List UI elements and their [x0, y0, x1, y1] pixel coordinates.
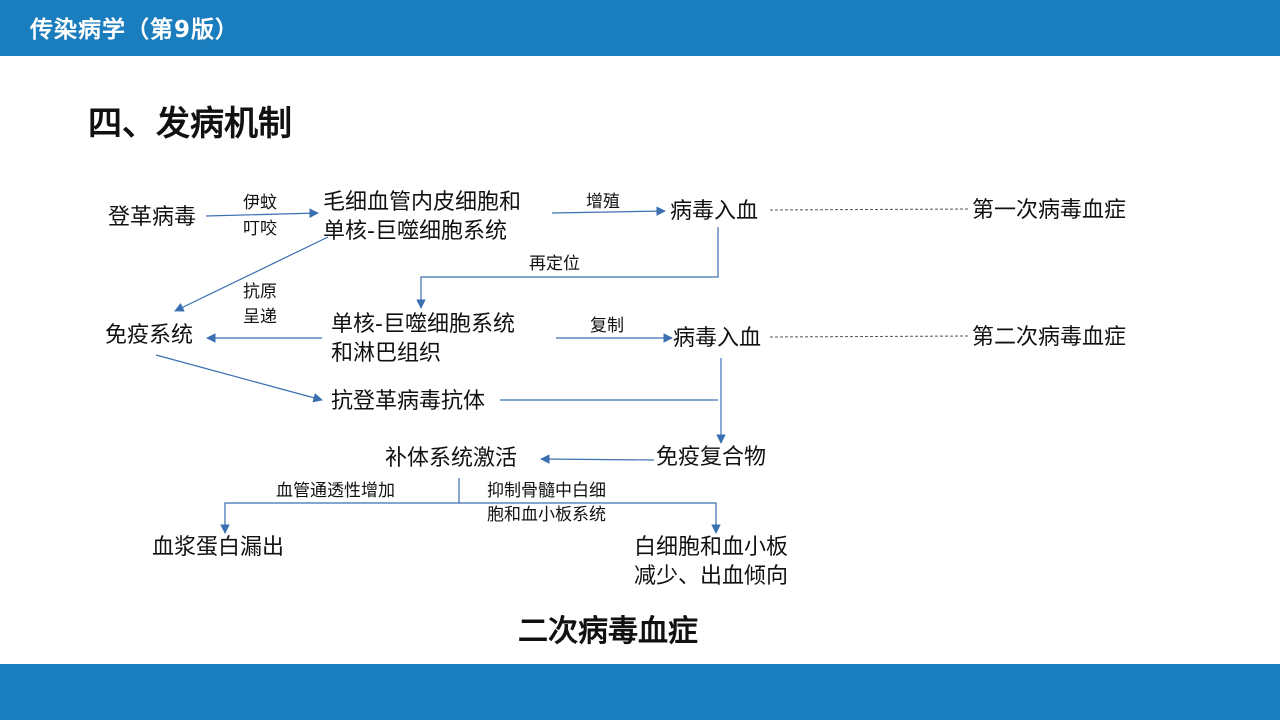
node-mono-1: 单核-巨噬细胞系统 [331, 312, 515, 337]
book-title: 传染病学（第9版） [30, 17, 240, 43]
label-antigen-1: 抗原 [243, 282, 277, 302]
diagram-caption: 二次病毒血症 [518, 614, 698, 649]
arrow-relocate [416, 227, 719, 309]
node-wbc-2: 减少、出血倾向 [634, 564, 789, 589]
node-complement: 补体系统激活 [385, 446, 518, 471]
node-plasma-leak: 血浆蛋白漏出 [152, 535, 285, 560]
node-immune-system: 免疫系统 [105, 323, 194, 348]
dashed-first-viremia [769, 208, 969, 211]
node-antibody: 抗登革病毒抗体 [331, 389, 486, 414]
node-wbc-1: 白细胞和血小板 [634, 535, 789, 560]
label-mosquito-2: 叮咬 [243, 219, 277, 239]
arrow-to-complement [540, 454, 655, 464]
node-viremia-1: 病毒入血 [670, 199, 759, 224]
node-mono-2: 和淋巴组织 [331, 341, 442, 366]
label-permeability: 血管通透性增加 [276, 481, 395, 501]
node-first-viremia: 第一次病毒血症 [972, 198, 1127, 223]
arrow-proliferate [551, 206, 666, 216]
slide-heading: 四、发病机制 [88, 104, 292, 144]
label-mosquito-1: 伊蚊 [243, 193, 277, 213]
label-suppress-2: 胞和血小板系统 [487, 505, 606, 525]
label-suppress-1: 抑制骨髓中白细 [487, 481, 606, 501]
bottom-bar [0, 664, 1280, 720]
node-immune-complex: 免疫复合物 [656, 445, 767, 470]
node-viremia-2: 病毒入血 [673, 326, 762, 351]
arrow-to-antibody [155, 354, 323, 403]
top-bar: 传染病学（第9版） [0, 0, 1280, 56]
dashed-second-viremia [769, 335, 969, 338]
label-replicate: 复制 [590, 316, 624, 336]
label-proliferate: 增殖 [586, 192, 620, 212]
node-second-viremia: 第二次病毒血症 [972, 325, 1127, 350]
label-relocate: 再定位 [529, 254, 580, 274]
node-dengue-virus: 登革病毒 [108, 205, 197, 230]
arrow-to-wbc [459, 502, 721, 534]
arrow-bite [205, 208, 319, 219]
arrow-to-plasma [220, 502, 459, 534]
node-endothelial-1: 毛细血管内皮细胞和 [323, 190, 522, 215]
label-antigen-2: 呈递 [243, 307, 277, 327]
node-endothelial-2: 单核-巨噬细胞系统 [323, 219, 507, 244]
arrow-antigen-present [174, 236, 329, 312]
